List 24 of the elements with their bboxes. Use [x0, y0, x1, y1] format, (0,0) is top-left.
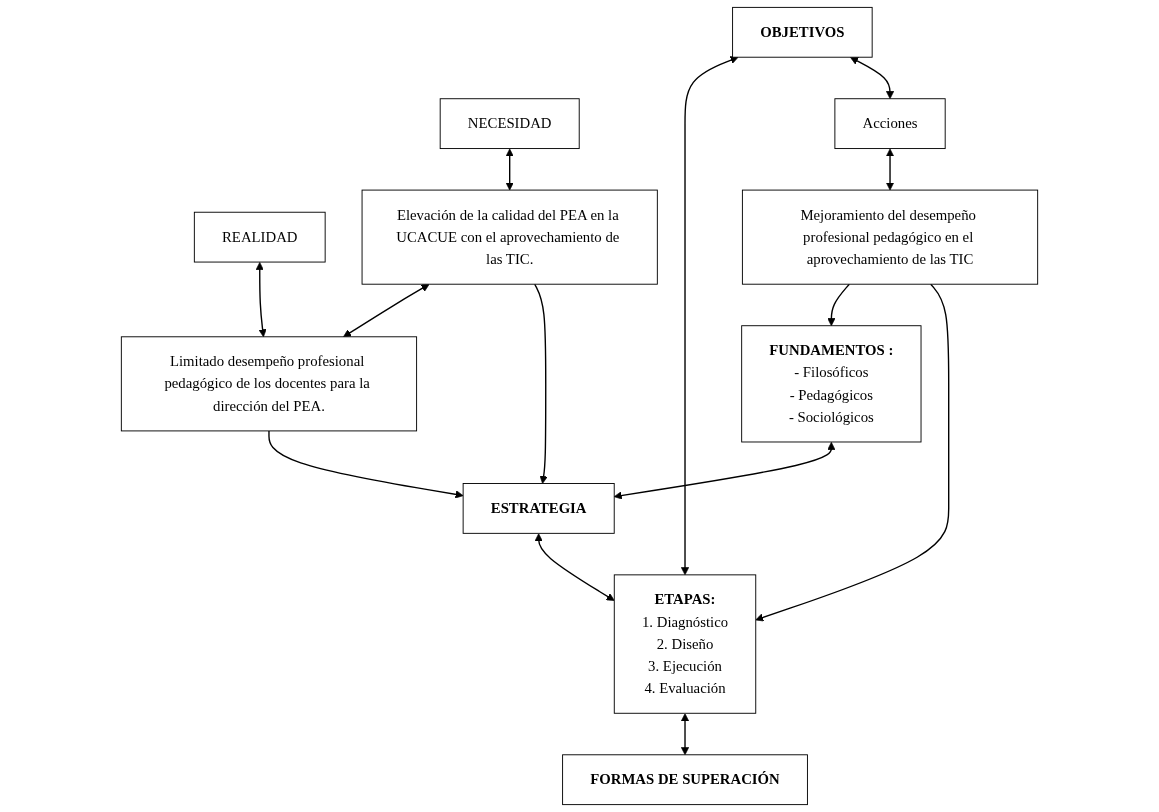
arrow: [268, 430, 464, 499]
arrow: [534, 533, 615, 601]
node-box: Limitado desempeño profesional pedagógico de los docentes para la dirección del PEA.: [120, 336, 418, 432]
node-box: Acciones: [834, 98, 946, 149]
arrow: [755, 283, 950, 622]
node-box: OBJETIVOS: [732, 6, 873, 58]
node-box: Mejoramiento del desempeño profesional pedagógico en el aprovechamiento de las TIC: [741, 189, 1039, 285]
node-box: NECESIDAD: [439, 98, 580, 149]
arrow: [343, 284, 430, 338]
arrow: [680, 713, 690, 756]
arrow: [850, 57, 895, 100]
node-box: Elevación de la calidad del PEA en la UCACUE con el aprovechamiento de las TIC.: [361, 189, 658, 285]
node-box: FORMAS DE SUPERACIÓN: [562, 754, 808, 806]
arrow: [613, 442, 836, 500]
arrow: [885, 148, 895, 191]
node-box: FUNDAMENTOS : - Filosóficos - Pedagógicos - Sociológicos: [741, 325, 922, 443]
arrow: [255, 262, 267, 338]
arrow: [827, 283, 850, 327]
node-box: ESTRATEGIA: [462, 483, 615, 534]
arrow: [505, 148, 514, 191]
arrow: [534, 283, 548, 484]
node-box: REALIDAD: [193, 211, 326, 263]
arrow: [680, 56, 739, 576]
node-box: ETAPAS: 1. Diagnóstico 2. Diseño 3. Ejecución 4. Evaluación: [613, 574, 757, 714]
